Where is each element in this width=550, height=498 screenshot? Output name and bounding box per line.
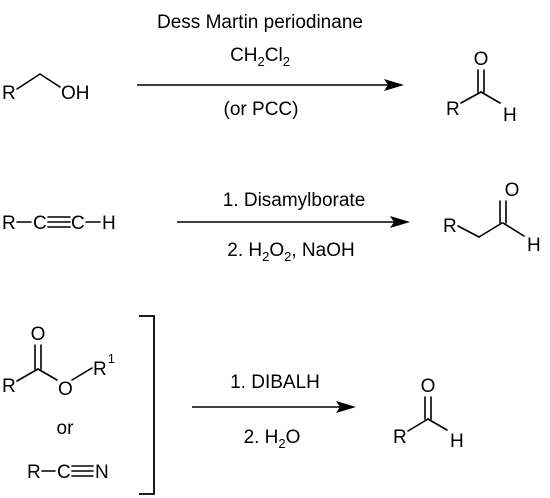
alkyne-carbon-label: C xyxy=(33,213,47,234)
aldehyde-hydrogen-label: H xyxy=(450,431,464,452)
bond xyxy=(502,222,525,237)
bond xyxy=(16,73,41,90)
solvent-dichloromethane: CH2Cl2 xyxy=(230,45,290,69)
reaction-arrow xyxy=(177,216,410,228)
reagent-disamylborate: 1. Disamylborate xyxy=(223,190,366,211)
r-group-label: R xyxy=(27,462,41,483)
carbonyl-oxygen-label: O xyxy=(505,180,520,201)
reagent-peroxide-base: 2. H2O2, NaOH xyxy=(227,240,354,264)
reactant-2-terminal-alkyne: R C C H xyxy=(2,213,116,234)
carbonyl-oxygen-label: O xyxy=(474,49,489,70)
reactant-1-primary-alcohol: R OH xyxy=(2,73,90,104)
bond xyxy=(407,418,429,432)
reaction-arrow xyxy=(192,401,356,413)
bond xyxy=(457,225,480,238)
r-group-label: R xyxy=(2,213,16,234)
product-2-aldehyde: R O H xyxy=(443,180,541,256)
r-group-label: R xyxy=(2,83,16,104)
bond xyxy=(480,91,501,104)
bond xyxy=(16,368,39,382)
reagent-dibalh: 1. DIBALH xyxy=(230,372,320,393)
aldehyde-hydrogen-label: H xyxy=(503,105,517,126)
hydroxyl-label: OH xyxy=(61,83,90,104)
carbonyl-oxygen-label: O xyxy=(421,376,436,397)
nitrile-nitrogen-label: N xyxy=(95,462,109,483)
reaction-3: O R O R1 or R C N 1. DIBALH 2. H2O xyxy=(2,315,464,495)
alkyne-hydrogen-label: H xyxy=(102,213,116,234)
ester-oxygen-label: O xyxy=(58,379,73,400)
reagent-alternative-pcc: (or PCC) xyxy=(224,99,299,120)
bond xyxy=(37,368,58,381)
product-1-aldehyde: O R H xyxy=(446,49,517,126)
reagent-dess-martin: Dess Martin periodinane xyxy=(157,12,363,33)
reagent-water: 2. H2O xyxy=(244,427,301,451)
reactant-3-nitrile: R C N xyxy=(27,462,109,483)
bond xyxy=(427,418,448,431)
bond xyxy=(460,91,482,104)
alkyne-carbon-label: C xyxy=(71,213,85,234)
r-group-label: R xyxy=(446,99,460,120)
reactant-3-ester: O R O R1 xyxy=(2,324,115,400)
reaction-2: R C C H 1. Disamylborate 2. H2O2, NaOH R… xyxy=(2,180,541,264)
bond xyxy=(478,222,503,238)
nitrile-carbon-label: C xyxy=(57,462,71,483)
bond xyxy=(71,367,93,381)
r1-group-label: R1 xyxy=(93,351,115,380)
r-group-label: R xyxy=(2,376,16,397)
reaction-arrow xyxy=(137,79,404,91)
product-3-aldehyde: O R H xyxy=(393,376,464,452)
carbonyl-oxygen-label: O xyxy=(31,324,46,345)
reaction-1: R OH Dess Martin periodinane CH2Cl2 (or … xyxy=(2,12,517,126)
or-label: or xyxy=(57,418,75,439)
reactant-bracket xyxy=(139,315,155,495)
aldehyde-hydrogen-label: H xyxy=(527,235,541,256)
r-group-label: R xyxy=(443,216,457,237)
r-group-label: R xyxy=(393,427,407,448)
bond xyxy=(39,73,61,88)
